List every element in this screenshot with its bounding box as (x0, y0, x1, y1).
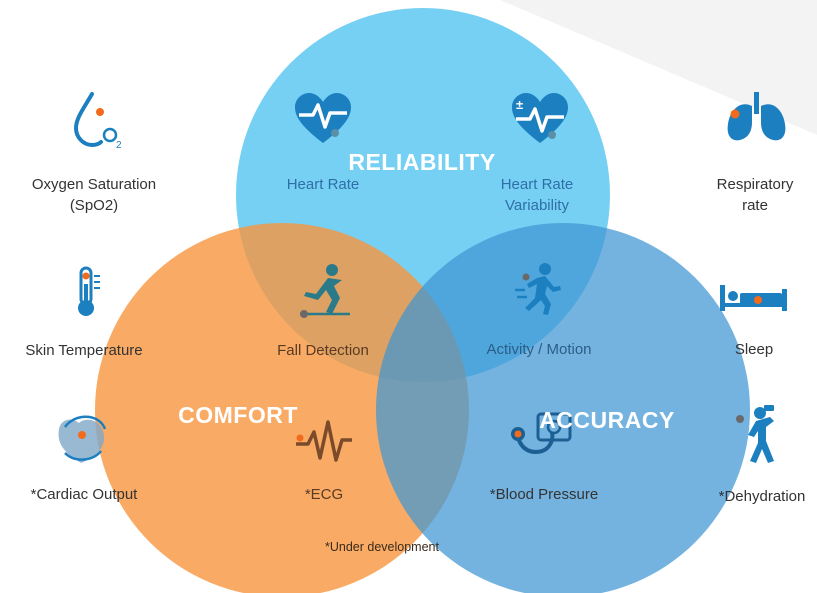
comfort-title: COMFORT (178, 402, 298, 428)
reliability-title: RELIABILITY (348, 149, 496, 175)
oxygen-saturation-label: Oxygen Saturation (SpO2) (31, 176, 157, 214)
fall-detection-label: Fall Detection (277, 342, 369, 359)
under-development-note: *Under development (325, 540, 439, 554)
running-icon (515, 263, 561, 315)
background-shape (500, 0, 817, 135)
oxygen-drop-icon: 2 (73, 92, 122, 151)
lungs-icon (727, 92, 786, 141)
sleep-label: Sleep (734, 341, 774, 358)
fall-icon (300, 264, 350, 318)
heart-rate-label: Heart Rate (286, 176, 360, 193)
heart-cycle-icon (58, 415, 107, 463)
svg-text:2: 2 (116, 140, 122, 151)
skin-temperature-label: Skin Temperature (25, 342, 143, 359)
bed-icon (720, 285, 787, 311)
activity-motion-label: Activity / Motion (486, 341, 592, 358)
circle-comfort (95, 223, 469, 593)
heart-pulse-icon (295, 93, 351, 143)
ecg-label: *ECG (304, 486, 344, 503)
respiratory-rate-label: Respiratory rate (716, 176, 794, 214)
circle-accuracy (376, 223, 750, 593)
heart-rate-variability-label: Heart Rate Variability (500, 176, 574, 214)
accuracy-title: ACCURACY (539, 407, 675, 433)
svg-text:±: ± (516, 97, 523, 112)
dehydration-label: *Dehydration (718, 488, 806, 505)
cardiac-output-label: *Cardiac Output (30, 486, 138, 503)
blood-pressure-label: *Blood Pressure (489, 486, 599, 503)
ecg-wave-icon (296, 420, 352, 462)
thermometer-icon (78, 266, 100, 316)
heart-plus-minus-icon: ± (512, 93, 568, 143)
drinking-person-icon (736, 405, 774, 463)
blood-pressure-icon (511, 412, 572, 455)
